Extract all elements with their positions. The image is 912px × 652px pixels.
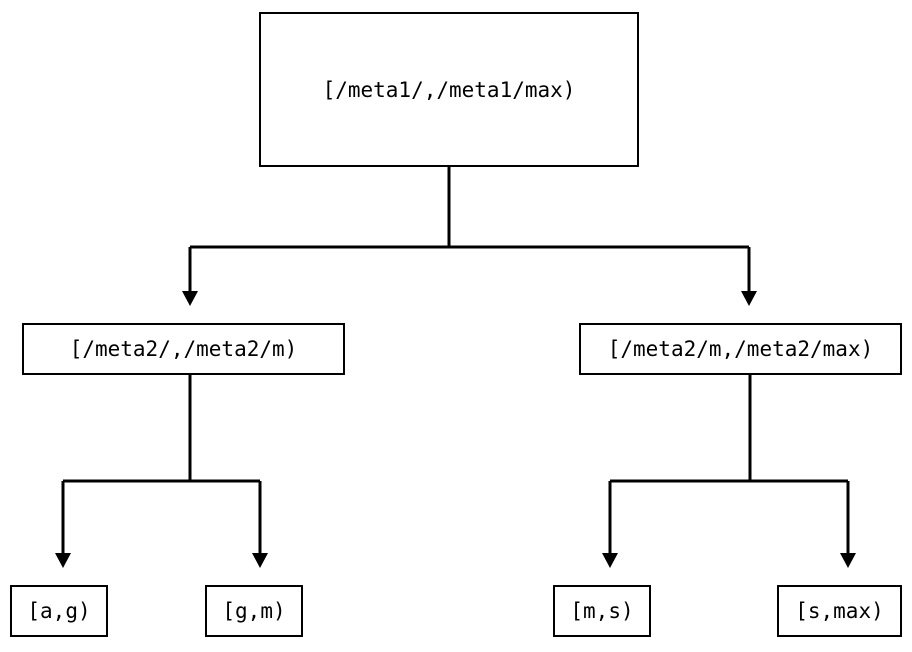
- node-root[interactable]: [/meta1/,/meta1/max): [259, 12, 639, 167]
- arrowhead-leaf-s-max-icon: [840, 553, 856, 568]
- arrowhead-leaf-g-m-icon: [252, 553, 268, 568]
- node-leaf-s-max-label: [s,max): [795, 599, 884, 623]
- node-level2-left-label: [/meta2/,/meta2/m): [69, 337, 298, 361]
- node-leaf-s-max[interactable]: [s,max): [777, 585, 902, 637]
- arrowhead-level2-right-icon: [741, 291, 757, 306]
- node-leaf-g-m-label: [g,m): [222, 599, 286, 623]
- node-leaf-a-g-label: [a,g): [27, 599, 91, 623]
- node-level2-left[interactable]: [/meta2/,/meta2/m): [22, 323, 345, 375]
- node-leaf-a-g[interactable]: [a,g): [10, 585, 108, 637]
- arrowhead-leaf-m-s-icon: [602, 553, 618, 568]
- arrowhead-level2-left-icon: [182, 291, 198, 306]
- node-level2-right-label: [/meta2/m,/meta2/max): [607, 337, 874, 361]
- node-leaf-g-m[interactable]: [g,m): [205, 585, 303, 637]
- node-leaf-m-s[interactable]: [m,s): [553, 585, 651, 637]
- arrowhead-leaf-a-g-icon: [55, 553, 71, 568]
- node-root-label: [/meta1/,/meta1/max): [322, 77, 576, 102]
- node-level2-right[interactable]: [/meta2/m,/meta2/max): [579, 323, 902, 375]
- node-leaf-m-s-label: [m,s): [570, 599, 634, 623]
